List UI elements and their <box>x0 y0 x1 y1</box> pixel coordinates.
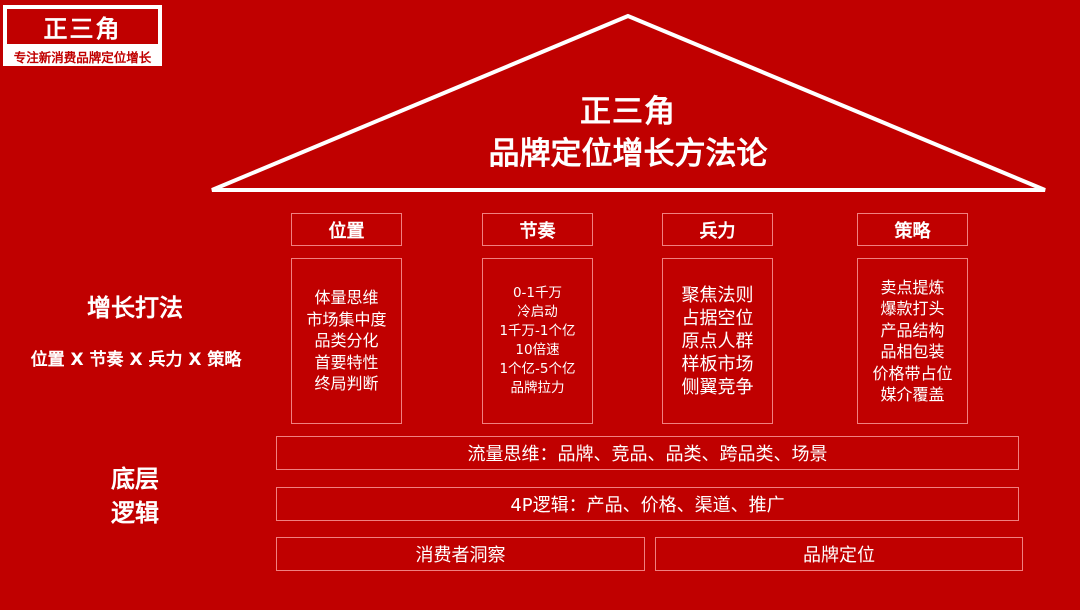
traffic-thinking-box: 流量思维：品牌、竞品、品类、跨品类、场景 <box>276 436 1019 470</box>
foundation-title-line1: 底层 <box>111 465 159 493</box>
list-item: 首要特性 <box>314 352 379 372</box>
growth-formula: 位置 X 节奏 X 兵力 X 策略 <box>30 350 242 370</box>
logo: 正三角 专注新消费品牌定位增长 <box>3 5 162 66</box>
list-item: 样板市场 <box>681 353 754 375</box>
pillar-rhythm-body: 0-1千万 冷启动 1千万-1个亿 10倍速 1个亿-5个亿 品牌拉力 <box>482 258 593 424</box>
consumer-insight-box: 消费者洞察 <box>276 537 645 571</box>
foundation-title-line2: 逻辑 <box>111 499 159 527</box>
list-item: 品牌拉力 <box>510 380 565 396</box>
roof-subtitle: 品牌定位增长方法论 <box>488 136 768 172</box>
list-item: 10倍速 <box>515 342 560 358</box>
list-item: 终局判断 <box>314 374 379 394</box>
list-item: 冷启动 <box>517 304 558 320</box>
pillar-strategy-header: 策略 <box>857 213 968 246</box>
pillar-force-body: 聚焦法则 占据空位 原点人群 样板市场 侧翼竞争 <box>662 258 773 424</box>
list-item: 体量思维 <box>314 288 379 308</box>
list-item: 侧翼竞争 <box>681 376 754 398</box>
list-item: 价格带占位 <box>872 363 953 383</box>
list-item: 品类分化 <box>314 331 379 351</box>
pillar-position-header: 位置 <box>291 213 402 246</box>
pillar-force-header: 兵力 <box>662 213 773 246</box>
pillar-position-body: 体量思维 市场集中度 品类分化 首要特性 终局判断 <box>291 258 402 424</box>
list-item: 产品结构 <box>880 320 945 340</box>
list-item: 卖点提炼 <box>880 277 945 297</box>
list-item: 1个亿-5个亿 <box>499 361 576 377</box>
list-item: 媒介覆盖 <box>880 385 945 404</box>
four-p-logic-box: 4P逻辑：产品、价格、渠道、推广 <box>276 487 1019 521</box>
logo-title: 正三角 <box>7 9 158 44</box>
list-item: 品相包装 <box>880 342 945 361</box>
list-item: 市场集中度 <box>306 309 387 329</box>
list-item: 占据空位 <box>681 307 754 329</box>
pillar-rhythm-header: 节奏 <box>482 213 593 246</box>
brand-positioning-box: 品牌定位 <box>655 537 1023 571</box>
pillar-strategy-body: 卖点提炼 爆款打头 产品结构 品相包装 价格带占位 媒介覆盖 <box>857 258 968 424</box>
list-item: 0-1千万 <box>512 285 563 301</box>
growth-title: 增长打法 <box>87 294 183 322</box>
list-item: 1千万-1个亿 <box>499 323 576 339</box>
logo-subtitle: 专注新消费品牌定位增长 <box>13 49 152 65</box>
list-item: 聚焦法则 <box>681 284 754 306</box>
list-item: 原点人群 <box>681 330 754 352</box>
foundation-title: 底层 逻辑 <box>85 462 185 530</box>
list-item: 爆款打头 <box>880 299 945 318</box>
roof-title: 正三角 <box>580 94 676 130</box>
